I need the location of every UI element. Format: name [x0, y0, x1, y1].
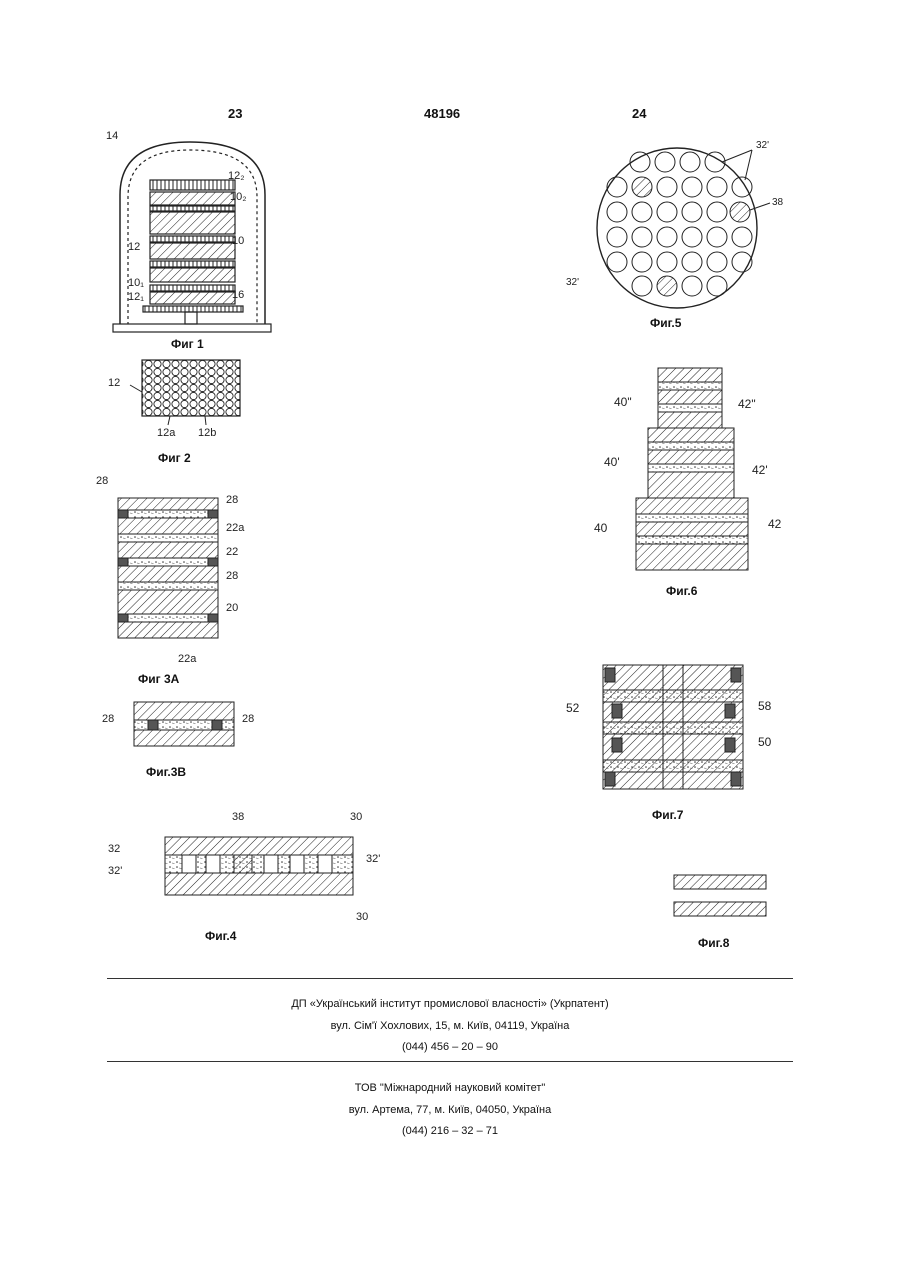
fig8-drawing — [674, 875, 766, 916]
fig7-label-58: 58 — [758, 699, 772, 713]
fig8-caption: Фиг.8 — [698, 936, 729, 950]
fig4-label-30-top: 30 — [350, 811, 362, 823]
fig1-label-10-2: 10₂ — [230, 191, 247, 203]
fig1-label-12-2: 12₂ — [228, 170, 245, 182]
fig1-drawing — [113, 142, 271, 332]
fig4-caption: Фиг.4 — [205, 929, 236, 943]
fig1-caption: Фиг 1 — [171, 337, 204, 351]
fig3a-label-22: 22 — [226, 546, 238, 558]
fig3a-caption: Фиг 3А — [138, 672, 179, 686]
fig6-label-42prime: 42' — [752, 463, 768, 477]
footer-rule-top — [107, 978, 793, 979]
fig6-caption: Фиг.6 — [666, 584, 697, 598]
fig5-label-32prime-top: 32' — [756, 140, 769, 151]
footer1-line2: вул. Сім'ї Хохлових, 15, м. Київ, 04119,… — [0, 1020, 900, 1032]
fig2-label-12b: 12b — [198, 427, 216, 439]
fig2-caption: Фиг 2 — [158, 451, 191, 465]
fig5-label-32prime-bottom: 32' — [566, 277, 579, 288]
fig6-label-42: 42 — [768, 517, 782, 531]
fig1-label-12-1: 12₁ — [128, 291, 144, 303]
fig2-label-12: 12 — [108, 377, 120, 389]
footer1-line1: ДП «Український інститут промислової вла… — [0, 998, 900, 1010]
fig6-label-40dq: 40" — [614, 395, 632, 409]
fig3a-label-28-left: 28 — [96, 475, 108, 487]
fig4-drawing — [165, 837, 353, 895]
fig3a-label-28-mid: 28 — [226, 570, 238, 582]
fig4-label-32: 32 — [108, 843, 120, 855]
footer2-line1: ТОВ "Міжнародний науковий комітет" — [0, 1082, 900, 1094]
fig6-label-40: 40 — [594, 521, 608, 535]
fig1-label-10-1: 10₁ — [128, 277, 144, 289]
fig2-drawing — [130, 360, 240, 425]
fig3b-label-28-right: 28 — [242, 713, 254, 725]
fig3a-label-28-top: 28 — [226, 494, 238, 506]
fig6-drawing — [636, 368, 748, 570]
fig4-label-30-bottom: 30 — [356, 911, 368, 923]
fig5-caption: Фиг.5 — [650, 316, 681, 330]
fig3b-caption: Фиг.3В — [146, 765, 186, 779]
fig3a-label-22a-bottom: 22a — [178, 653, 197, 665]
fig4-label-32prime-left: 32' — [108, 865, 122, 877]
fig6-label-42dq: 42" — [738, 397, 756, 411]
fig3b-drawing — [134, 702, 234, 746]
fig1-label-10: 10 — [232, 235, 244, 247]
fig3a-label-20: 20 — [226, 602, 238, 614]
fig7-caption: Фиг.7 — [652, 808, 683, 822]
fig3b-label-28-left: 28 — [102, 713, 114, 725]
footer1-line3: (044) 456 – 20 – 90 — [0, 1041, 900, 1053]
fig3a-label-22a-top: 22a — [226, 522, 245, 534]
fig1-label-12: 12 — [128, 241, 140, 253]
fig5-label-38: 38 — [772, 197, 784, 208]
footer2-line3: (044) 216 – 32 – 71 — [0, 1125, 900, 1137]
fig6-label-40prime: 40' — [604, 455, 620, 469]
fig7-label-52: 52 — [566, 701, 580, 715]
footer-rule-middle — [107, 1061, 793, 1062]
fig3a-drawing — [118, 498, 218, 638]
fig7-label-50: 50 — [758, 735, 772, 749]
fig1-label-14: 14 — [106, 130, 118, 142]
footer2-line2: вул. Артема, 77, м. Київ, 04050, Україна — [0, 1104, 900, 1116]
fig2-label-12a: 12a — [157, 427, 176, 439]
fig4-label-32prime-right: 32' — [366, 853, 380, 865]
fig5-drawing — [597, 148, 770, 308]
fig7-drawing — [603, 665, 743, 789]
fig1-label-16: 16 — [232, 289, 244, 301]
fig4-label-38: 38 — [232, 811, 244, 823]
